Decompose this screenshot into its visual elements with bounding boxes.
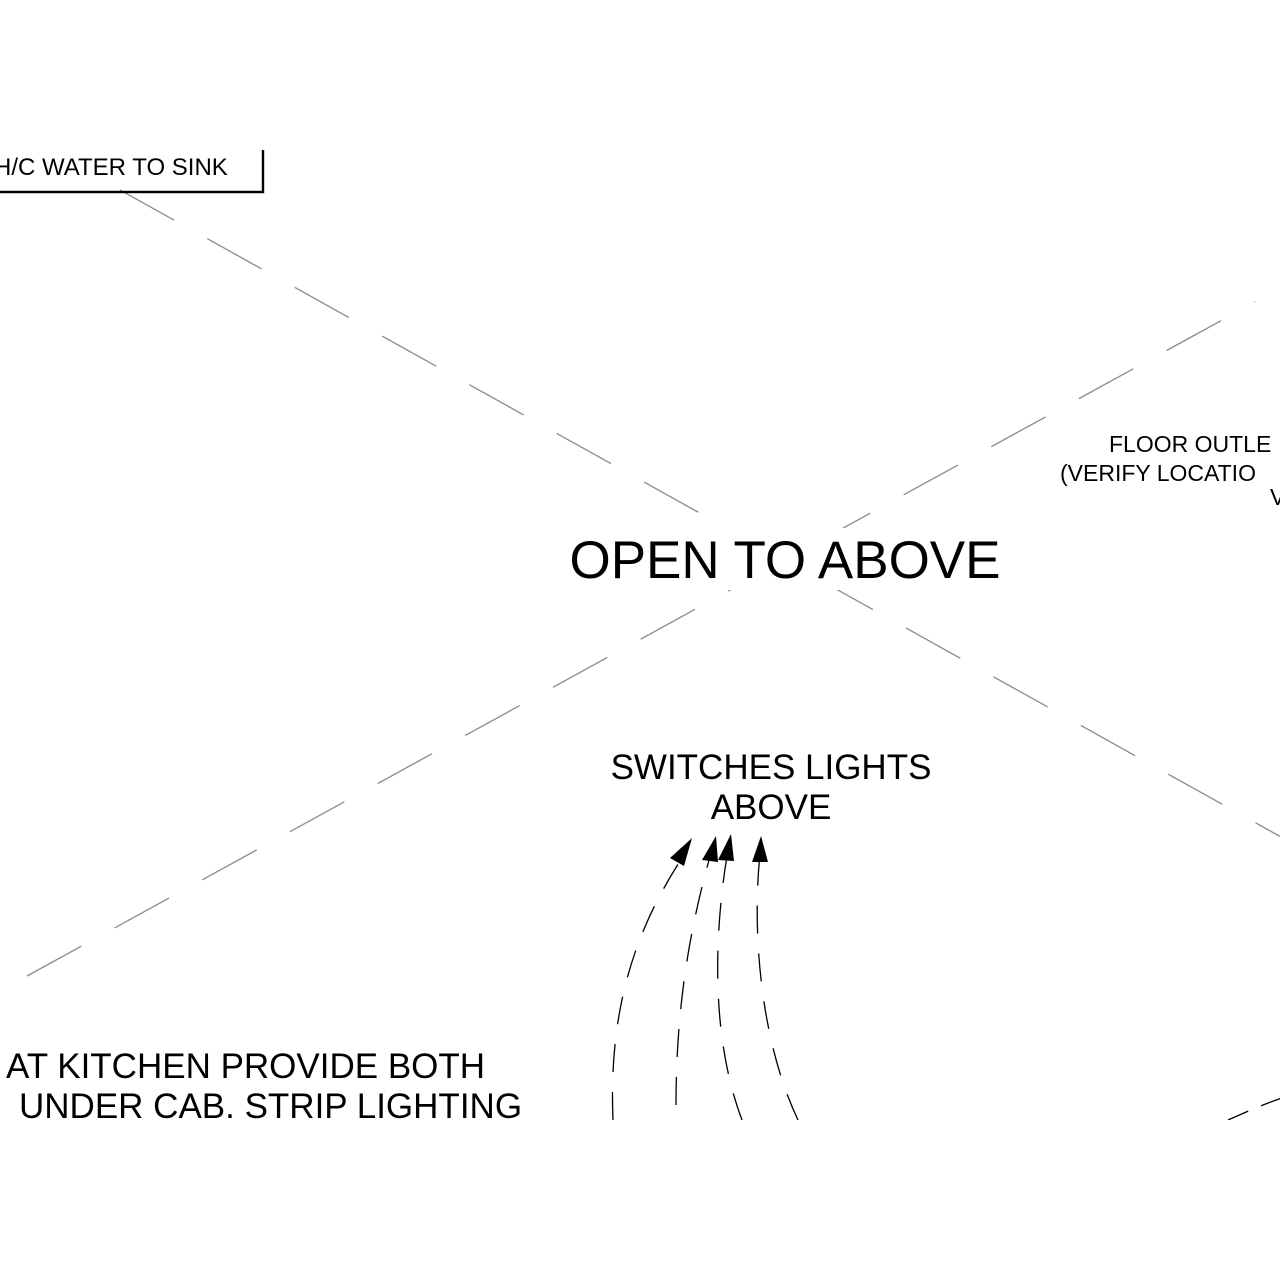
switch-leader-1 [611,848,689,1120]
kitchen-note-line-1: AT KITCHEN PROVIDE BOTH [6,1047,485,1086]
floor-outlet-note-line-2: (VERIFY LOCATIO [1060,460,1256,486]
water-note-box [0,150,265,194]
switch-leader-arrowhead-1 [670,838,692,866]
floor-outlet-note-line-1: FLOOR OUTLE [1109,431,1271,457]
switch-leader-2 [675,848,713,1106]
open-to-above-diagonal-ascending [26,301,1256,977]
switch-leader-4 [756,853,799,1120]
switches-note-line-2: ABOVE [711,788,832,827]
switch-leader-3 [717,849,743,1120]
floor-outlet-note-line-3: V [1270,484,1280,510]
switch-leader-arrowhead-4 [752,836,768,862]
switch-leader-arrowhead-2 [702,836,718,862]
open-to-above-diagonal-descending [119,189,1280,838]
kitchen-note-line-2: UNDER CAB. STRIP LIGHTING [19,1087,522,1126]
partial-leader-curve [1227,1098,1280,1120]
open-to-above-label-backing [555,528,1015,590]
water-note-text: H/C WATER TO SINK [0,154,228,181]
switch-leader-arrowhead-3 [718,834,734,861]
open-to-above-label: OPEN TO ABOVE [569,531,1000,590]
switches-note-line-1: SWITCHES LIGHTS [611,748,932,787]
